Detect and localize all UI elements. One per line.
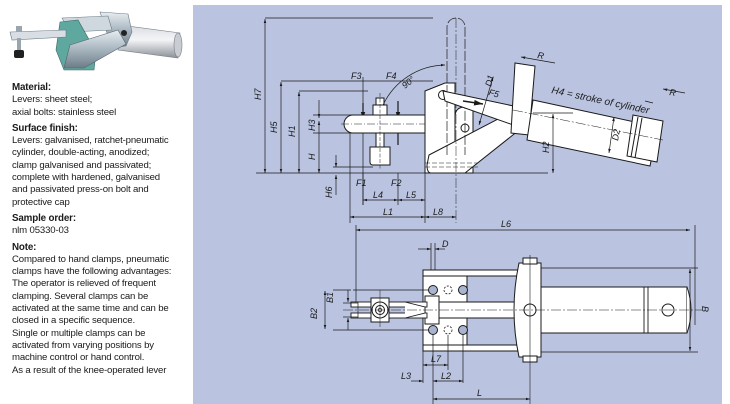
label-l6: L6 xyxy=(501,219,511,229)
dim-r-left xyxy=(520,56,556,64)
clamp-photo-illustration xyxy=(9,11,183,71)
material-text: Levers: sheet steel; axial bolts: stainl… xyxy=(12,94,117,118)
sample-order-text: nlm 05330-03 xyxy=(12,225,69,237)
note-text: Compared to hand clamps, pneumatic clamp… xyxy=(12,253,172,376)
top-view xyxy=(323,225,703,404)
specification-text: Material: Levers: sheet steel; axial bol… xyxy=(12,82,190,377)
label-b2: B2 xyxy=(309,308,319,319)
label-h3: H3 xyxy=(307,119,317,131)
label-l5: L5 xyxy=(406,190,417,200)
label-r-right: R xyxy=(669,87,678,98)
dim-r-right xyxy=(662,88,686,94)
dim-d2 xyxy=(608,116,615,154)
surface-finish-heading: Surface finish: xyxy=(12,122,78,134)
label-f4: F4 xyxy=(386,71,397,81)
dim-d1 xyxy=(478,76,494,126)
label-h5: H5 xyxy=(269,121,279,133)
label-l7: L7 xyxy=(431,354,442,364)
label-d2: D2 xyxy=(610,128,622,141)
label-l2: L2 xyxy=(441,371,451,381)
label-l: L xyxy=(477,388,482,398)
label-r-left: R xyxy=(537,50,546,61)
label-b1: B1 xyxy=(325,292,335,303)
sample-order-heading: Sample order: xyxy=(12,212,76,224)
label-h: H xyxy=(307,153,317,160)
label-d: D xyxy=(442,239,449,249)
side-view xyxy=(256,17,686,223)
technical-drawing: H7 H5 H1 H3 H H6 F3 F4 90° F1 F2 F5 D1 L… xyxy=(253,17,710,404)
label-h7: H7 xyxy=(253,88,263,100)
technical-drawing-panel: H7 H5 H1 H3 H H6 F3 F4 90° F1 F2 F5 D1 L… xyxy=(193,5,722,404)
label-f5: F5 xyxy=(487,87,501,100)
label-b: B xyxy=(700,306,710,312)
label-f2: F2 xyxy=(391,178,402,188)
note-heading: Note: xyxy=(12,241,37,253)
top-view-labels: L6 D B1 B2 B L7 L3 L2 L xyxy=(309,219,710,398)
label-angle: 90° xyxy=(400,74,417,91)
product-photo xyxy=(9,11,183,71)
label-l1: L1 xyxy=(383,207,393,217)
label-f3: F3 xyxy=(351,71,362,81)
label-l4: L4 xyxy=(373,190,383,200)
label-f1: F1 xyxy=(356,178,367,188)
material-heading: Material: xyxy=(12,82,51,93)
label-h1: H1 xyxy=(287,125,297,137)
label-h2: H2 xyxy=(541,141,551,153)
left-column: Material: Levers: sheet steel; axial bol… xyxy=(0,0,190,404)
surface-finish-text: Levers: galvanised, ratchet-pneumatic cy… xyxy=(12,135,169,208)
label-l8: L8 xyxy=(433,207,443,217)
label-h6: H6 xyxy=(324,186,334,198)
label-d1: D1 xyxy=(483,74,496,88)
label-l3: L3 xyxy=(401,371,411,381)
